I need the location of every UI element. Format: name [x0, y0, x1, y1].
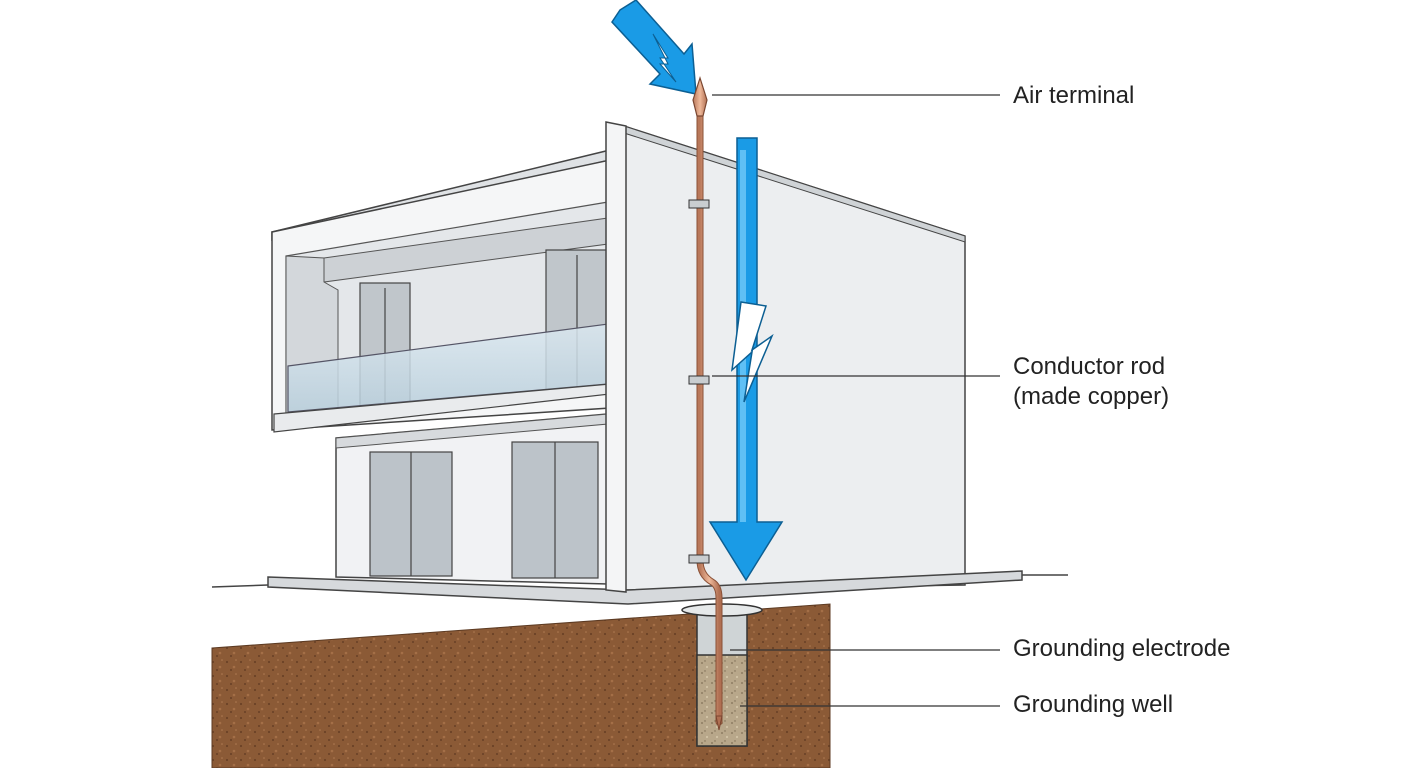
grounding-electrode-label: Grounding electrode — [1013, 635, 1231, 662]
leader-lines — [712, 94, 1000, 707]
air-terminal-tip — [692, 76, 708, 117]
conductor-rod-label-line2: (made copper) — [1013, 383, 1170, 410]
ground-line — [211, 574, 1068, 588]
conductor-rod — [688, 112, 723, 726]
air-terminal-label: Air terminal — [1013, 82, 1135, 109]
building-front-facade — [271, 121, 627, 593]
lightning-bolt-icon — [730, 301, 774, 403]
conductor-rod-label: Conductor rod (made copper) — [1013, 352, 1169, 412]
grounding-electrode-tip — [715, 715, 723, 731]
incoming-lightning-arrow — [611, 0, 697, 95]
grounding-well-label: Grounding well — [1013, 691, 1174, 718]
building-side-wall — [623, 124, 966, 591]
building-base-slab — [267, 570, 1023, 605]
conductor-rod-label-line1: Conductor rod — [1013, 353, 1166, 380]
soil-section — [211, 603, 831, 768]
